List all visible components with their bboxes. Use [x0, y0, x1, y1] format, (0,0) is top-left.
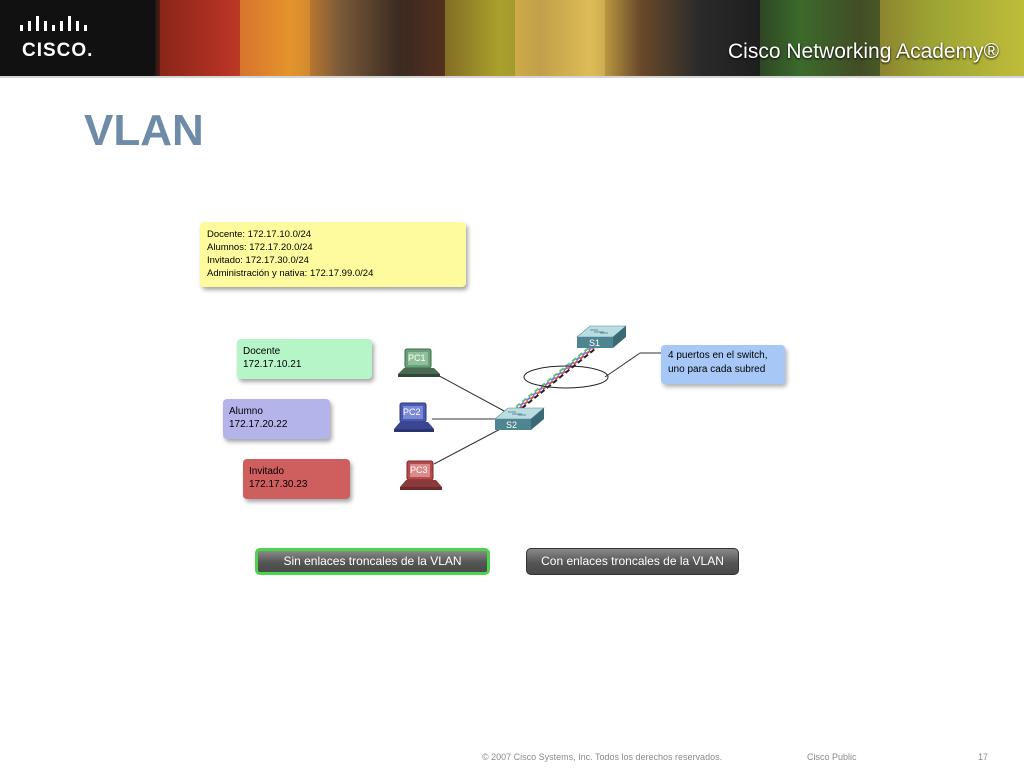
switch-s1-label: S1	[589, 338, 600, 348]
ports-callout: 4 puertos en el switch, uno para cada su…	[661, 345, 785, 384]
banner-photo-5	[515, 0, 605, 78]
vlan-ip-invitado: 172.17.30.23	[249, 479, 308, 490]
page-number: 17	[978, 752, 989, 762]
link-pc3-s2	[433, 425, 507, 465]
vlan-ip-docente: 172.17.10.21	[243, 359, 302, 370]
page-title: VLAN	[84, 106, 204, 155]
cisco-logo-icon	[20, 16, 87, 31]
banner-photo-2	[240, 0, 310, 78]
header-banner: CISCO. Cisco Networking Academy®	[0, 0, 1024, 78]
subnet-line-admin: Administración y nativa: 172.17.99.0/24	[207, 268, 374, 279]
trunk-ellipse	[523, 365, 609, 389]
pc1-icon[interactable]: PC1	[398, 348, 440, 377]
trunk-lines	[509, 342, 603, 413]
vlan-name-invitado: Invitado	[249, 466, 285, 477]
banner-photo-7	[880, 0, 1024, 78]
callout-line-2: uno para cada subred	[668, 364, 766, 375]
academy-title: Cisco Networking Academy®	[728, 40, 1000, 63]
vlan-box-invitado: Invitado 172.17.30.23	[243, 459, 350, 499]
banner-photo-6	[760, 0, 880, 78]
vlan-box-docente: Docente 172.17.10.21	[237, 339, 372, 379]
callout-pointer	[604, 352, 641, 378]
banner-divider	[0, 76, 1024, 78]
switch-s2-label: S2	[506, 420, 517, 430]
vlan-box-alumno: Alumno 172.17.20.22	[223, 399, 330, 439]
switch-s1-icon[interactable]: S1	[576, 325, 627, 348]
subnet-line-docente: Docente: 172.17.10.0/24	[207, 229, 312, 240]
link-pc1-s2	[431, 371, 507, 413]
logo-background	[0, 0, 155, 78]
banner-photo-1	[160, 0, 240, 78]
trunk-line-1	[509, 346, 591, 413]
subnet-line-invitado: Invitado: 172.17.30.0/24	[207, 255, 309, 266]
footer-classification: Cisco Public	[807, 752, 857, 762]
pc1-label: PC1	[408, 353, 426, 363]
vlan-name-docente: Docente	[243, 346, 281, 357]
pc2-icon[interactable]: PC2	[394, 402, 434, 432]
vlan-name-alumno: Alumno	[229, 406, 263, 417]
without-trunk-button[interactable]: Sin enlaces troncales de la VLAN	[255, 548, 490, 575]
pc2-label: PC2	[403, 407, 421, 417]
with-trunk-button[interactable]: Con enlaces troncales de la VLAN	[526, 548, 739, 575]
banner-photo-3	[405, 0, 445, 78]
banner-photo-4	[445, 0, 515, 78]
trunk-line-2	[513, 344, 595, 412]
cisco-wordmark: CISCO.	[22, 40, 94, 61]
footer-copyright: © 2007 Cisco Systems, Inc. Todos los der…	[482, 752, 723, 762]
pc3-icon[interactable]: PC3	[400, 460, 442, 490]
trunk-line-3	[517, 343, 599, 411]
trunk-line-4	[521, 342, 603, 409]
subnet-info-box: Docente: 172.17.10.0/24 Alumnos: 172.17.…	[200, 222, 466, 287]
subnet-line-alumnos: Alumnos: 172.17.20.0/24	[207, 242, 313, 253]
callout-line-1: 4 puertos en el switch,	[668, 350, 768, 361]
pc3-label: PC3	[410, 465, 428, 475]
vlan-ip-alumno: 172.17.20.22	[229, 419, 288, 430]
switch-s2-icon[interactable]: S2	[494, 407, 545, 430]
